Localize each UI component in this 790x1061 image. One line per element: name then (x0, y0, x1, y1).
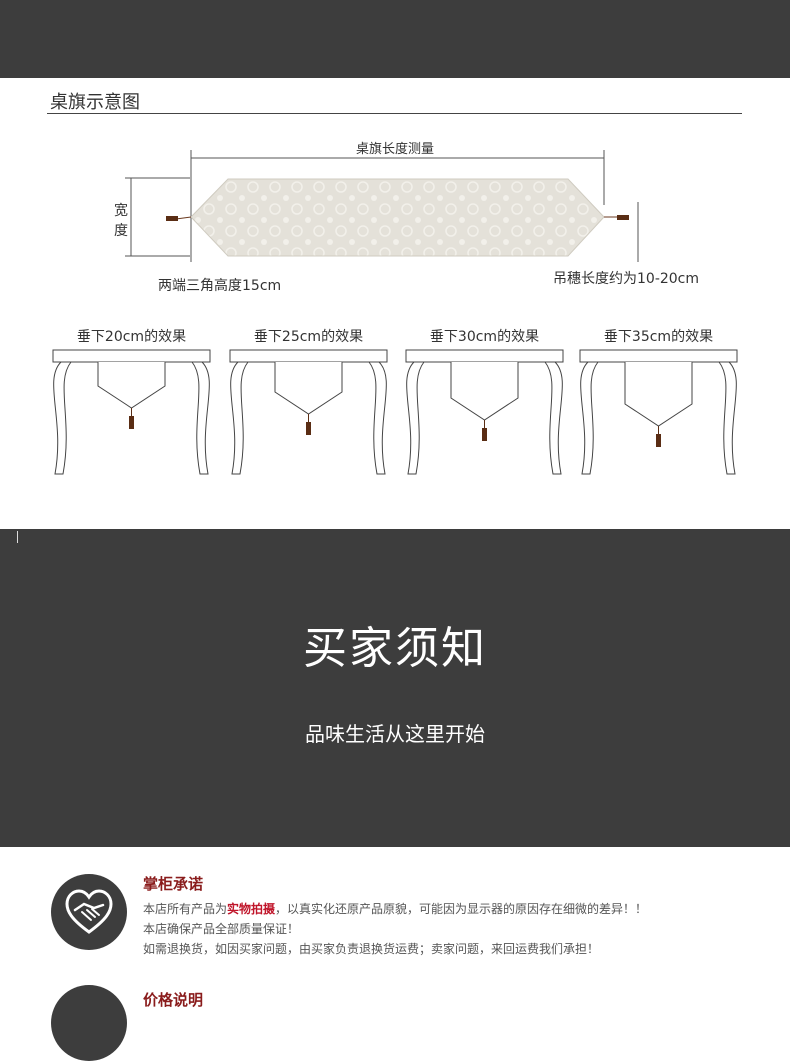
tassel-icon (306, 422, 311, 435)
price-icon (51, 985, 127, 1061)
promise-title: 掌柜承诺 (143, 875, 204, 893)
table-top (229, 349, 388, 363)
runner-drop (97, 362, 166, 409)
table-leg-left (580, 361, 600, 475)
handshake-heart-icon (51, 874, 127, 950)
runner-drop (624, 362, 693, 427)
runner-drop (450, 362, 519, 421)
runner-drop (274, 362, 343, 415)
tassel-icon (482, 428, 487, 441)
table-runner-diagram: 桌旗长度测量 宽 度 两端三角高度15cm 吊穗长度约为10-20cm 垂下20… (52, 141, 738, 475)
width-label-bottom: 度 (114, 223, 128, 239)
table-leg-left (53, 361, 73, 475)
tassel-left-icon (166, 216, 178, 221)
tassel-left-cord (175, 216, 192, 220)
promise-line-1-pre: 本店所有产品为 (143, 902, 228, 916)
table-drop-4: 垂下35cm的效果 (579, 329, 738, 475)
table-top (579, 349, 738, 363)
table-leg-left (230, 361, 250, 475)
promise-line-2: 本店确保产品全部质量保证！ (143, 922, 300, 936)
table-drop-3: 垂下30cm的效果 (405, 329, 564, 475)
promise-line-1: 本店所有产品为实物拍摄，以真实化还原产品原貌，可能因为显示器的原因存在细微的差异… (143, 899, 763, 919)
table-leg-right (543, 361, 563, 475)
length-label: 桌旗长度测量 (356, 141, 434, 157)
promise-line-1-post: ，以真实化还原产品原貌，可能因为显示器的原因存在细微的差异！！ (275, 902, 648, 916)
promise-line-3: 如需退换货，如因买家问题，由买家负责退换货运费；卖家问题，来回运费我们承担！ (143, 942, 600, 956)
tassel-right-icon (617, 215, 629, 220)
width-label-top: 宽 (114, 202, 128, 219)
table-top (405, 349, 564, 363)
tassel-icon (656, 434, 661, 447)
promise-highlight: 实物拍摄 (227, 902, 276, 916)
top-banner (0, 0, 790, 78)
drop-label-4: 垂下35cm的效果 (604, 329, 713, 345)
tassel-icon (129, 416, 134, 429)
table-leg-left (406, 361, 426, 475)
section-title: 桌旗示意图 (50, 92, 140, 113)
promise-block: 掌柜承诺 本店所有产品为实物拍摄，以真实化还原产品原貌，可能因为显示器的原因存在… (143, 873, 763, 959)
drop-examples: 垂下20cm的效果 垂下25cm的效果 垂下30cm的效果 垂下35cm的效果 (52, 329, 738, 475)
table-leg-right (190, 361, 210, 475)
notice-subtitle: 品味生活从这里开始 (305, 722, 485, 746)
table-drop-2: 垂下25cm的效果 (229, 329, 388, 475)
notice-title: 买家须知 (303, 623, 487, 674)
table-runner-shape (190, 178, 605, 257)
tassel-length-label: 吊穗长度约为10-20cm (553, 271, 699, 287)
notice-banner (0, 529, 790, 847)
table-top (52, 349, 211, 363)
table-leg-right (717, 361, 737, 475)
table-leg-right (367, 361, 387, 475)
table-drop-1: 垂下20cm的效果 (52, 329, 211, 475)
drop-label-2: 垂下25cm的效果 (254, 329, 363, 345)
drop-label-3: 垂下30cm的效果 (430, 329, 539, 345)
drop-label-1: 垂下20cm的效果 (77, 329, 186, 345)
title-divider (47, 113, 742, 114)
band-marker (17, 531, 18, 543)
corner-height-label: 两端三角高度15cm (158, 277, 281, 294)
